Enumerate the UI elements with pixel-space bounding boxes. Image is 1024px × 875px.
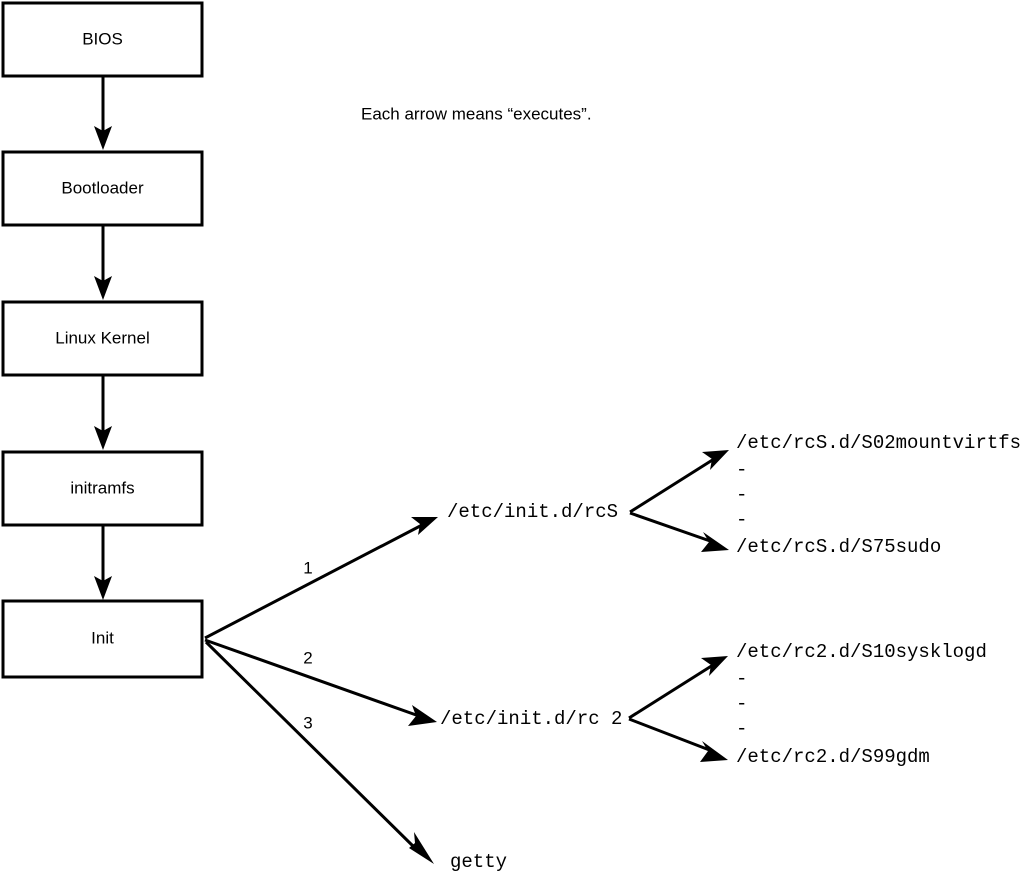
arrow-rcs-to-first-script — [629, 450, 729, 514]
arrow-bootloader-to-kernel-head — [94, 276, 112, 300]
arrow-init-to-getty-line — [204, 640, 419, 852]
arrow-rc2-to-first-script-head — [701, 656, 728, 676]
arrow-bootloader-to-kernel — [94, 225, 112, 300]
box-linux-kernel-rect — [1, 300, 204, 377]
rcs-ellipsis-dot-3: - — [736, 509, 747, 531]
box-bootloader-label: Bootloader — [61, 178, 144, 197]
box-linux-kernel-label: Linux Kernel — [55, 328, 150, 347]
arrow-bios-to-bootloader-head — [94, 126, 112, 150]
node-label-rc2: /etc/init.d/rc 2 — [440, 708, 622, 730]
arrow-rc2-to-first-script — [628, 656, 728, 720]
box-init-label: Init — [91, 628, 114, 647]
arrow-rcs-to-last-script-head — [701, 532, 729, 552]
box-bios-rect — [1, 1, 204, 78]
arrow-init-to-rcs-head — [411, 517, 438, 535]
box-init-rect — [1, 599, 204, 679]
arrow-rc2-to-last-script — [628, 717, 728, 762]
rc2-child-first-label: /etc/rc2.d/S10sysklogd — [736, 641, 987, 663]
rcs-ellipsis-dot-1: - — [736, 459, 747, 481]
arrow-kernel-to-initramfs — [94, 375, 112, 450]
arrow-initramfs-to-init-head — [94, 576, 112, 600]
arrow-rcs-to-last-script-line — [629, 511, 714, 544]
rcs-child-last-label: /etc/rcS.d/S75sudo — [736, 536, 941, 558]
arrow-init-to-rcs-line — [204, 522, 425, 640]
arrow-rcs-to-first-script-line — [629, 457, 715, 514]
arrow-init-to-rc2 — [204, 638, 437, 726]
box-bios[interactable]: BIOS — [1, 1, 204, 78]
arrow-init-to-rc2-head — [408, 705, 437, 726]
rc2-child-last-label: /etc/rc2.d/S99gdm — [736, 746, 930, 768]
rc2-ellipsis-dot-3: - — [736, 718, 747, 740]
edge-label-3: 3 — [303, 713, 312, 732]
arrow-rc2-to-last-script-line — [628, 717, 713, 753]
box-initramfs-label: initramfs — [70, 478, 134, 497]
arrow-rcs-to-first-script-head — [702, 450, 729, 470]
arrow-init-to-rc2-line — [204, 638, 420, 718]
arrow-rcs-to-last-script — [629, 511, 729, 552]
arrow-initramfs-to-init — [94, 525, 112, 600]
rc2-ellipsis-dot-2: - — [736, 693, 747, 715]
rcs-ellipsis-dot-2: - — [736, 484, 747, 506]
box-linux-kernel[interactable]: Linux Kernel — [1, 300, 204, 377]
arrow-init-to-getty-head — [409, 832, 434, 864]
box-bootloader[interactable]: Bootloader — [1, 150, 204, 227]
arrow-kernel-to-initramfs-head — [94, 426, 112, 450]
node-label-rcs: /etc/init.d/rcS — [447, 501, 618, 523]
box-initramfs[interactable]: initramfs — [1, 450, 204, 527]
box-init[interactable]: Init — [1, 599, 204, 679]
box-bios-label: BIOS — [82, 29, 123, 48]
rc2-ellipsis-dot-1: - — [736, 668, 747, 690]
box-bootloader-rect — [1, 150, 204, 227]
arrow-rc2-to-first-script-line — [628, 663, 714, 720]
node-label-getty: getty — [450, 851, 507, 873]
arrow-rc2-to-last-script-head — [700, 741, 728, 762]
arrow-init-to-getty — [204, 640, 434, 864]
arrow-init-to-rcs — [204, 517, 438, 640]
legend-text: Each arrow means “executes”. — [361, 104, 592, 123]
edge-label-2: 2 — [303, 648, 312, 667]
arrow-bios-to-bootloader — [94, 76, 112, 150]
edge-label-1: 1 — [303, 558, 312, 577]
rcs-child-first-label: /etc/rcS.d/S02mountvirtfs — [736, 432, 1021, 454]
